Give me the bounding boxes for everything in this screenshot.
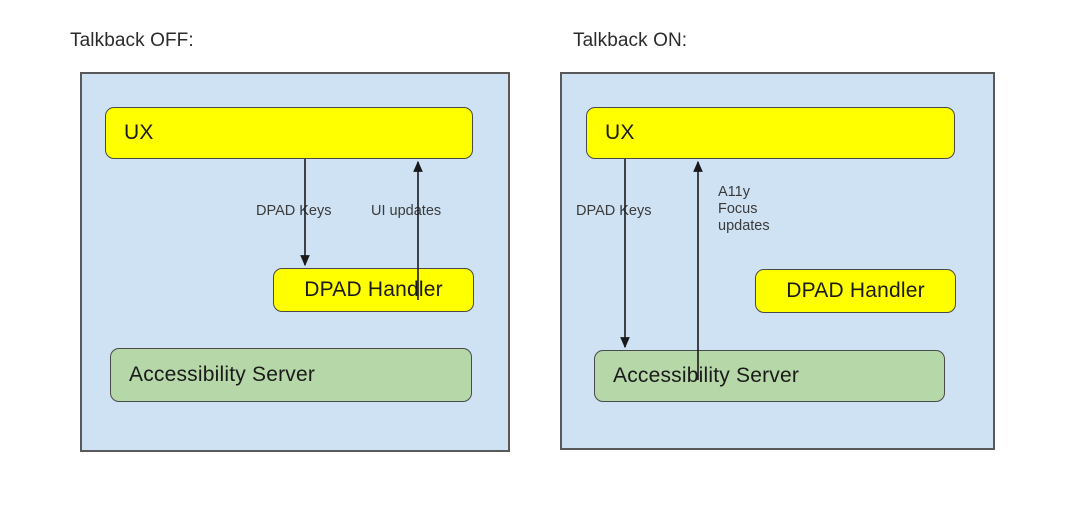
node-ux-talkback-on[interactable]: UX bbox=[586, 107, 955, 159]
node-label: Accessibility Server bbox=[613, 364, 800, 387]
panel-title-talkback-off: Talkback OFF: bbox=[70, 30, 194, 51]
node-label: DPAD Handler bbox=[786, 279, 925, 302]
panel-title-talkback-on: Talkback ON: bbox=[573, 30, 688, 51]
edge-label-dpad-keys-talkback-on: DPAD Keys bbox=[576, 203, 652, 219]
node-ux-talkback-off[interactable]: UX bbox=[105, 107, 473, 159]
node-label: UX bbox=[124, 121, 154, 144]
node-label: DPAD Handler bbox=[304, 278, 443, 301]
edge-label-a11y-focus-updates-talkback-on: A11y Focus updates bbox=[718, 184, 770, 234]
node-dpad-handler-talkback-off[interactable]: DPAD Handler bbox=[273, 268, 474, 312]
node-accessibility-server-talkback-off[interactable]: Accessibility Server bbox=[110, 348, 472, 402]
node-label: UX bbox=[605, 121, 635, 144]
node-accessibility-server-talkback-on[interactable]: Accessibility Server bbox=[594, 350, 945, 402]
node-label: Accessibility Server bbox=[129, 363, 316, 386]
node-dpad-handler-talkback-on[interactable]: DPAD Handler bbox=[755, 269, 956, 313]
edge-label-ui-updates-talkback-off: UI updates bbox=[371, 203, 442, 219]
edge-label-dpad-keys-talkback-off: DPAD Keys bbox=[256, 203, 332, 219]
